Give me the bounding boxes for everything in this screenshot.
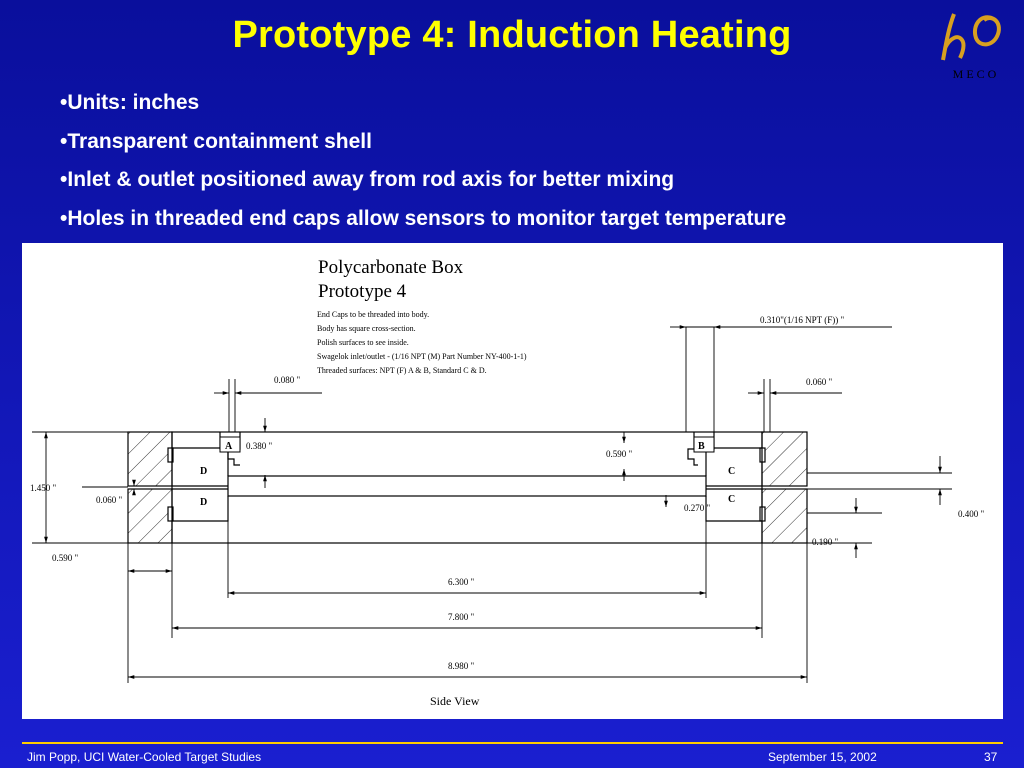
bullet-units: Units: inches [60, 84, 786, 123]
drawing-note: Swagelok inlet/outlet - (1/16 NPT (M) Pa… [317, 352, 527, 361]
drawing-svg: Polycarbonate Box Prototype 4 End Caps t… [30, 257, 985, 708]
end-cap-right [759, 431, 808, 544]
bullet-inlet-outlet: Inlet & outlet positioned away from rod … [60, 161, 786, 200]
dim-0590-mid: 0.590 " [606, 449, 633, 459]
engineering-drawing: Polycarbonate Box Prototype 4 End Caps t… [22, 243, 1003, 719]
dim-7800: 7.800 " [448, 612, 475, 622]
dim-6300: 6.300 " [448, 577, 475, 587]
dim-0190: 0.190 " [812, 537, 839, 547]
bullet-holes: Holes in threaded end caps allow sensors… [60, 200, 786, 239]
logo-text: MECO [953, 67, 1000, 81]
footer-rule [22, 742, 1003, 744]
dim-inlet-thread: 0.310"(1/16 NPT (F)) " [760, 315, 845, 325]
body [171, 431, 763, 544]
drawing-note: End Caps to be threaded into body. [317, 310, 429, 319]
bullet-list: Units: inches Transparent containment sh… [60, 84, 786, 238]
end-cap-left [127, 431, 174, 544]
label-d: D [200, 466, 207, 477]
dim-0380: 0.380 " [246, 441, 273, 451]
label-d: D [200, 497, 207, 508]
drawing-subheading: Prototype 4 [318, 281, 407, 302]
dim-0080: 0.080 " [274, 375, 301, 385]
footer-author: Jim Popp, UCI Water-Cooled Target Studie… [27, 750, 262, 764]
page-number: 37 [984, 750, 998, 764]
label-c: C [728, 494, 735, 505]
meco-logo: MECO [941, 13, 1001, 81]
dim-0400: 0.400 " [958, 509, 985, 519]
drawing-note: Body has square cross-section. [317, 324, 416, 333]
label-c: C [728, 466, 735, 477]
dim-0590-left: 0.590 " [52, 553, 79, 563]
label-b: B [698, 441, 705, 452]
drawing-heading: Polycarbonate Box [318, 257, 464, 278]
drawing-note: Polish surfaces to see inside. [317, 338, 409, 347]
view-label: Side View [430, 694, 480, 708]
drawing-note: Threaded surfaces: NPT (F) A & B, Standa… [317, 366, 487, 375]
label-a: A [225, 441, 233, 452]
bullet-shell: Transparent containment shell [60, 123, 786, 162]
dim-0270: 0.270 " [684, 503, 711, 513]
dim-0060-right: 0.060 " [806, 377, 833, 387]
slide-title: Prototype 4: Induction Heating [232, 14, 792, 56]
dim-1450: 1.450 " [30, 483, 57, 493]
footer-date: September 15, 2002 [768, 750, 877, 764]
dim-8980: 8.980 " [448, 661, 475, 671]
dim-0060-left: 0.060 " [96, 495, 123, 505]
